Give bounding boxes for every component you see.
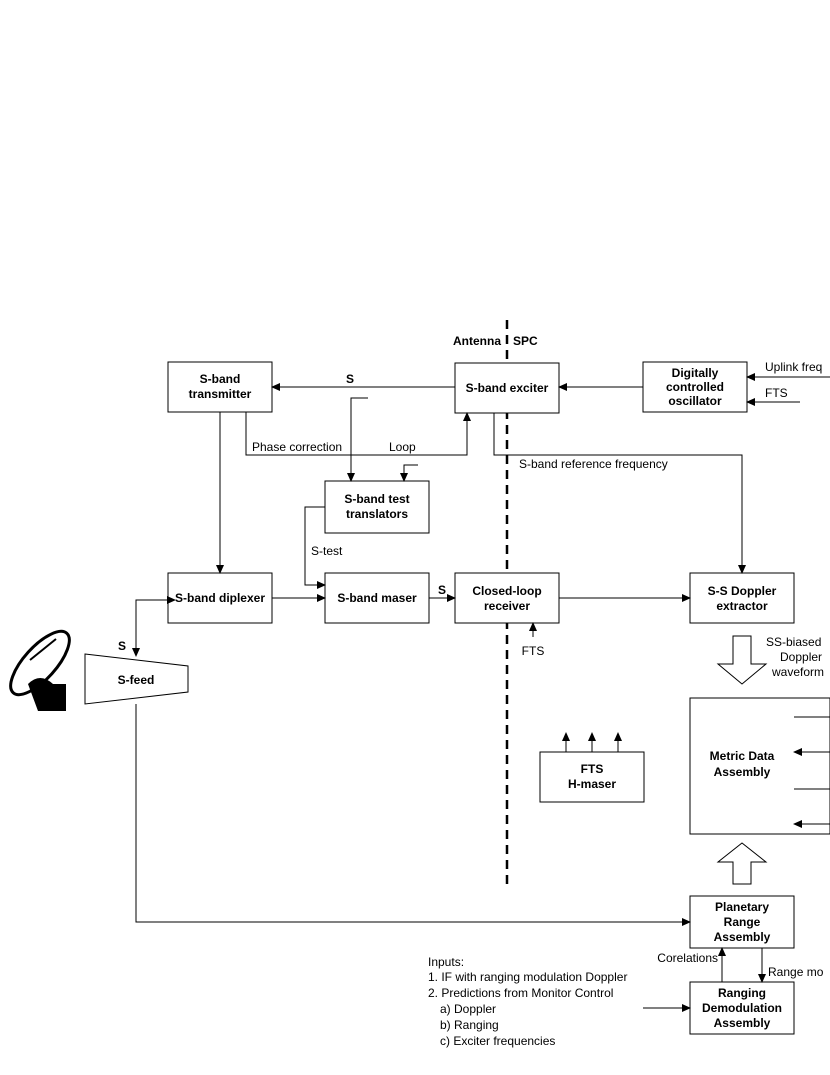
inputs-item-1: 1. IF with ranging modulation Doppler	[428, 970, 627, 984]
feed-to-planetary-range-wire	[135, 704, 691, 926]
s-band-test-translators-block: S-band test translators	[324, 480, 430, 534]
closed-loop-receiver-block: Closed-loop receiver	[454, 572, 560, 624]
exciter-to-test-translators-wire	[347, 397, 368, 482]
svg-text:Metric Data: Metric Data	[710, 749, 775, 763]
inputs-item-4: b) Ranging	[440, 1018, 499, 1032]
s-band-reference-frequency-label: S-band reference frequency	[519, 457, 668, 471]
inputs-item-2: 2. Predictions from Monitor Control	[428, 986, 613, 1000]
svg-text:S-band maser: S-band maser	[337, 591, 417, 605]
planetary-range-assembly-block: Planetary Range Assembly	[689, 895, 795, 949]
doppler-waveform-arrow	[716, 635, 768, 685]
loop-label: Loop	[389, 440, 416, 454]
s-feed-link-label: S	[118, 639, 126, 653]
fts-dco-label: FTS	[765, 386, 788, 400]
diplexer-feed-link-wire	[132, 596, 176, 657]
s-test-wire	[304, 506, 326, 589]
phase-correction-loop-wire	[245, 412, 471, 456]
s-test-label: S-test	[311, 544, 343, 558]
svg-text:receiver: receiver	[484, 599, 530, 613]
satellite-dish-icon	[9, 629, 71, 711]
range-mo-label: Range mo	[768, 965, 824, 979]
s-band-exciter-block: S-band exciter	[454, 362, 560, 414]
ranging-demodulation-assembly-block: Ranging Demodulation Assembly	[689, 981, 795, 1035]
svg-text:Range: Range	[724, 915, 761, 929]
svg-text:S-band test: S-band test	[344, 492, 409, 506]
inputs-item-5: c) Exciter frequencies	[440, 1034, 555, 1048]
svg-text:controlled: controlled	[666, 380, 724, 394]
s-band-transmitter-block: S-band transmitter	[167, 361, 273, 413]
ss-doppler-extractor-block: S-S Doppler extractor	[689, 572, 795, 624]
inputs-title: Inputs:	[428, 955, 464, 969]
svg-text:FTS: FTS	[581, 762, 604, 776]
range-to-mda-arrow	[716, 842, 768, 885]
svg-text:Assembly: Assembly	[714, 765, 771, 779]
svg-text:S-feed: S-feed	[118, 673, 155, 687]
svg-text:S-band diplexer: S-band diplexer	[175, 591, 265, 605]
s-feed-horn: S-feed	[84, 653, 189, 705]
ss-biased-label: SS-biased	[766, 635, 821, 649]
digitally-controlled-oscillator-block: Digitally controlled oscillator	[642, 361, 748, 413]
svg-text:S-band exciter: S-band exciter	[466, 381, 549, 395]
s-band-maser-block: S-band maser	[324, 572, 430, 624]
svg-text:translators: translators	[346, 507, 408, 521]
phase-correction-label: Phase correction	[252, 440, 342, 454]
svg-text:Closed-loop: Closed-loop	[472, 584, 541, 598]
uplink-freq-label: Uplink freq	[765, 360, 822, 374]
inputs-list: Inputs: 1. IF with ranging modulation Do…	[428, 955, 627, 1048]
svg-text:H-maser: H-maser	[568, 777, 616, 791]
fts-receiver-label: FTS	[522, 644, 545, 658]
svg-text:Ranging: Ranging	[718, 986, 766, 1000]
s-band-reference-frequency-wire	[493, 413, 746, 574]
antenna-label: Antenna	[453, 334, 501, 348]
fts-h-maser-block: FTS H-maser	[539, 751, 645, 803]
svg-text:Assembly: Assembly	[714, 1016, 771, 1030]
ss-biased-waveform-label: waveform	[771, 665, 824, 679]
svg-text:Assembly: Assembly	[714, 930, 771, 944]
corelations-label: Corelations	[657, 951, 718, 965]
metric-data-assembly-block: Metric Data Assembly	[689, 697, 830, 835]
ss-biased-doppler-label: Doppler	[780, 650, 822, 664]
loop-into-test-translators-wire	[400, 464, 418, 482]
svg-text:transmitter: transmitter	[189, 387, 252, 401]
spc-label: SPC	[513, 334, 538, 348]
svg-text:Digitally: Digitally	[672, 366, 719, 380]
svg-text:Demodulation: Demodulation	[702, 1001, 782, 1015]
svg-text:S-S Doppler: S-S Doppler	[708, 584, 777, 598]
s-maser-label: S	[438, 583, 446, 597]
svg-text:extractor: extractor	[716, 599, 768, 613]
s-band-diplexer-block: S-band diplexer	[167, 572, 273, 624]
s-tx-label: S	[346, 372, 354, 386]
svg-text:S-band: S-band	[200, 372, 241, 386]
svg-text:Planetary: Planetary	[715, 900, 769, 914]
inputs-item-3: a) Doppler	[440, 1002, 496, 1016]
svg-text:oscillator: oscillator	[668, 394, 722, 408]
